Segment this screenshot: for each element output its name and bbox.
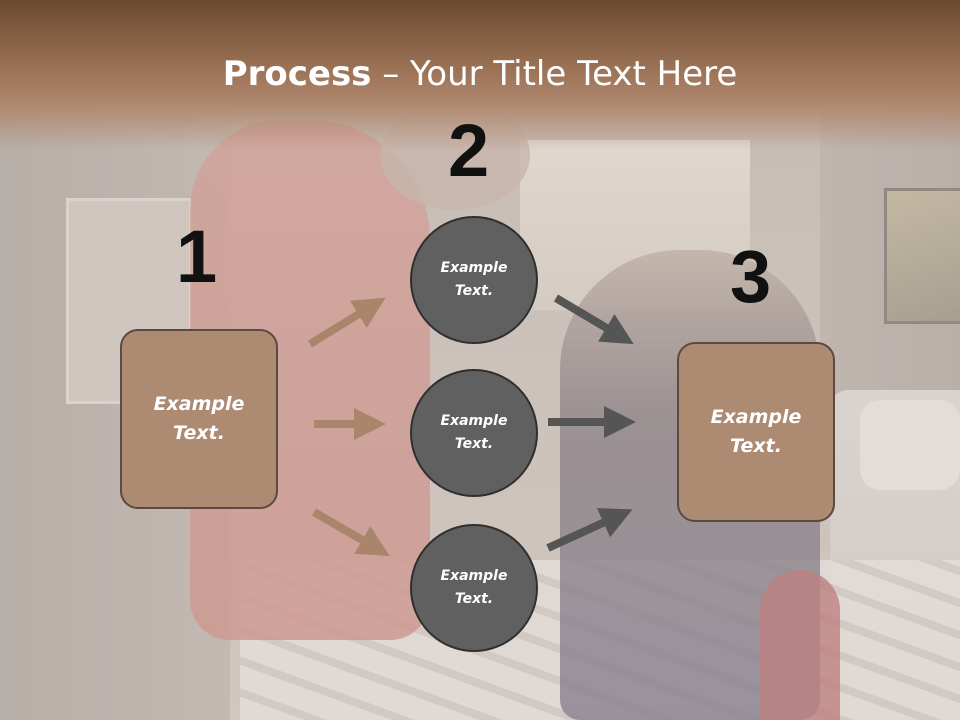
title-bold: Process [222, 54, 372, 94]
arrow-to-circle-top [307, 297, 386, 348]
bg-red-chair [760, 570, 840, 720]
title-rest: – Your Title Text Here [371, 54, 738, 94]
step-number-3: 3 [730, 235, 772, 318]
arrow-from-circle-bot [546, 508, 633, 552]
bg-wall-picture [884, 188, 960, 324]
bg-pillow [860, 400, 960, 490]
arrow-to-circle-bot [311, 508, 390, 557]
slide-title: Process – Your Title Text Here [0, 52, 960, 96]
step-number-1: 1 [176, 215, 218, 298]
arrow-from-circle-top [553, 294, 634, 345]
step-number-2: 2 [448, 109, 490, 192]
title-banner [0, 0, 960, 150]
